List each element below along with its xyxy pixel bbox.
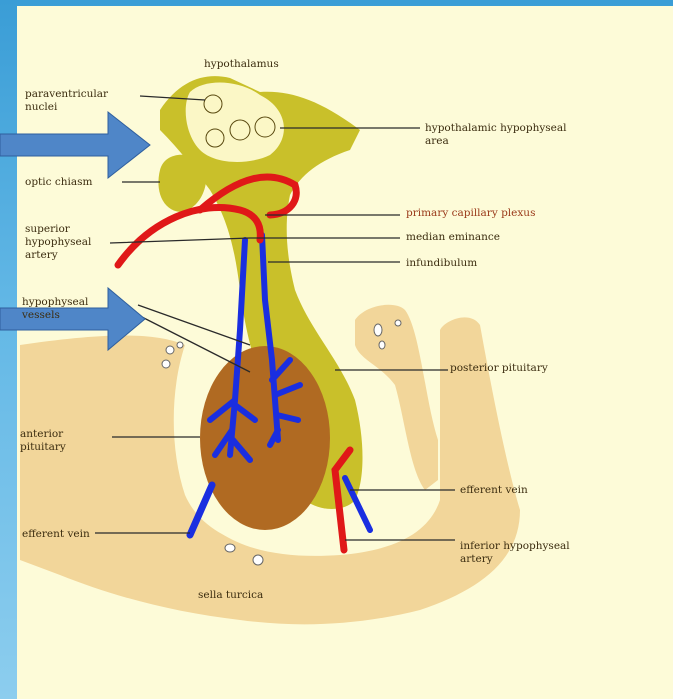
optic-chiasm-tissue [158, 155, 206, 212]
label-hypophyseal-vessels: hypophyseal vessels [22, 296, 88, 322]
label-posterior-pituitary: posterior pituitary [450, 362, 548, 375]
label-optic-chiasm: optic chiasm [25, 176, 92, 189]
label-efferent-vein-right: efferent vein [460, 484, 528, 497]
anterior-pituitary-tissue [200, 346, 330, 530]
label-paraventricular-nuclei: paraventricular nuclei [25, 88, 108, 114]
label-primary-capillary-plexus: primary capillary plexus [406, 207, 535, 220]
label-inferior-hypophyseal-artery: inferior hypophyseal artery [460, 540, 570, 566]
label-sella-turcica: sella turcica [198, 589, 263, 602]
label-infundibulum: infundibulum [406, 257, 477, 270]
label-median-eminence: median eminance [406, 231, 500, 244]
label-efferent-vein-left: efferent vein [22, 528, 90, 541]
label-hypothalamus: hypothalamus [204, 58, 279, 71]
arrow-right-icon [0, 112, 150, 178]
label-hypothalamic-hypophyseal-area: hypothalamic hypophyseal area [425, 122, 567, 148]
label-superior-hypophyseal-artery: superior hypophyseal artery [25, 223, 91, 262]
label-anterior-pituitary: anterior pituitary [20, 428, 66, 454]
